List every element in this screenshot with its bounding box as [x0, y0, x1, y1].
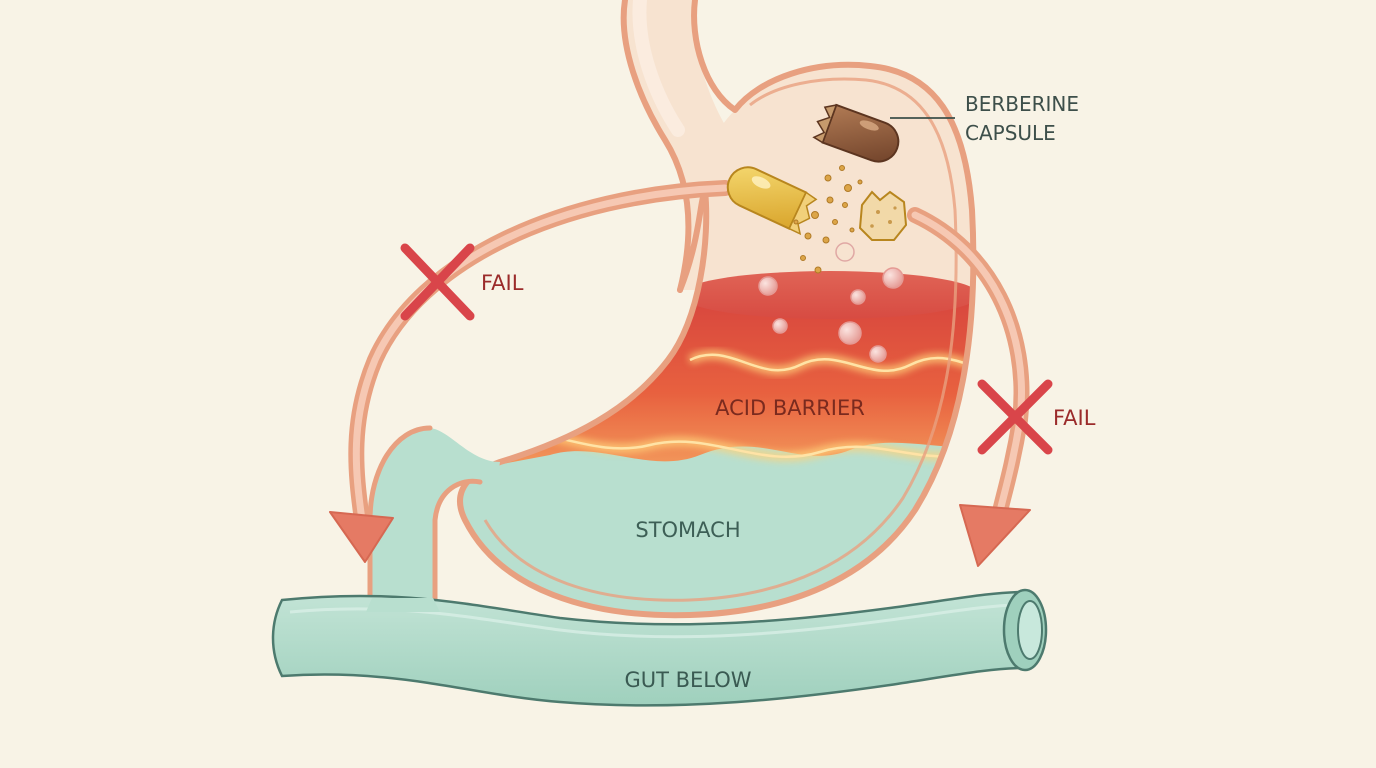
stomach — [457, 61, 977, 619]
fail-label-right: FAIL — [1053, 406, 1096, 430]
gut-tube — [271, 588, 1048, 707]
acid-bubbles — [758, 242, 904, 363]
right-fail-x-icon — [977, 379, 1053, 455]
right-arrowhead — [959, 504, 1031, 567]
acid-barrier-wave-top — [689, 353, 971, 372]
capsule-label-line2: CAPSULE — [965, 121, 1056, 145]
capsule-fragment — [858, 190, 908, 241]
fail-label-left: FAIL — [481, 271, 524, 295]
capsule-yellow-half — [726, 166, 818, 236]
pylorus-channel — [367, 425, 500, 613]
capsule-brown-half — [812, 103, 900, 163]
gut-label: GUT BELOW — [624, 668, 751, 692]
left-fail-x-icon — [400, 243, 475, 321]
right-fail-arrow — [907, 207, 1031, 567]
stomach-label: STOMACH — [635, 518, 740, 542]
left-arrowhead — [329, 511, 394, 563]
left-fail-arrow — [329, 180, 733, 563]
powder-particles — [793, 165, 863, 274]
acid-barrier-label: ACID BARRIER — [715, 396, 865, 420]
capsule-label-line1: BERBERINE — [965, 92, 1079, 116]
acid-surface — [680, 271, 974, 319]
